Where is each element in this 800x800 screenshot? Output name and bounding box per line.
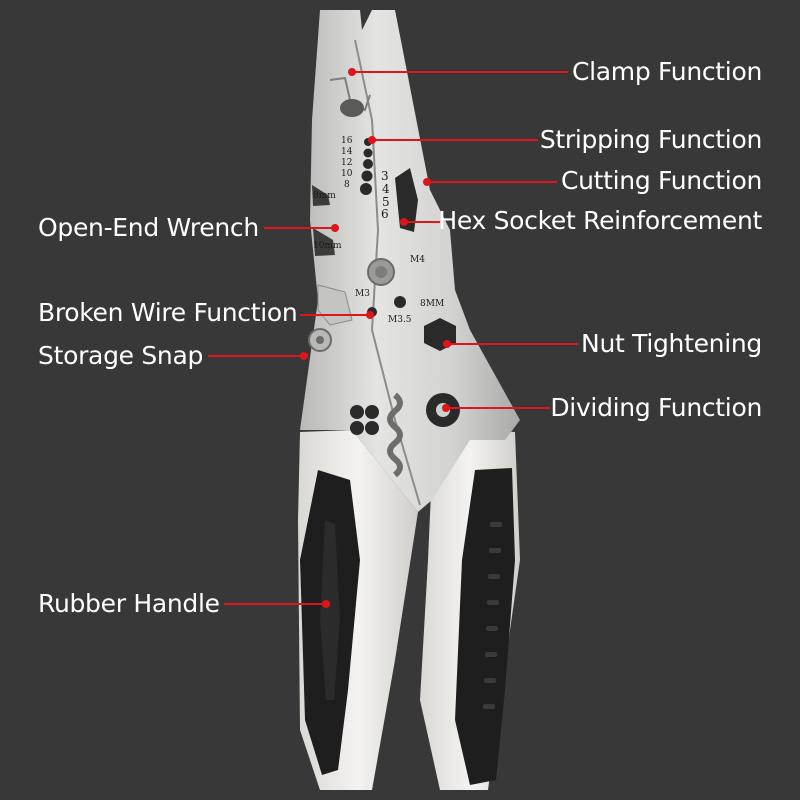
engraving-14: 14 bbox=[341, 147, 353, 157]
left-handle bbox=[298, 430, 418, 790]
pliers-head bbox=[300, 10, 520, 512]
callout-lines bbox=[208, 68, 578, 608]
engraving-10: 10 bbox=[341, 169, 353, 179]
hex-socket-callout-dot bbox=[400, 218, 408, 226]
engraving-8mm-upper: 8MM bbox=[420, 299, 444, 309]
rubber-callout-dot bbox=[322, 600, 330, 608]
engraving-m3: M3 bbox=[355, 289, 370, 299]
nut-callout-dot bbox=[443, 340, 451, 348]
cutting-function-label: Cutting Function bbox=[560, 166, 762, 195]
engraving-m3-5: M3.5 bbox=[388, 315, 412, 325]
open-end-wrench-label: Open-End Wrench bbox=[38, 213, 259, 242]
engraved-markings: 16 14 12 10 8 3 4 5 6 8mm 10mm M4 M3 M3.… bbox=[313, 136, 444, 325]
engraving-10mm: 10mm bbox=[313, 241, 342, 251]
right-handle bbox=[420, 430, 520, 790]
dividing-callout-dot bbox=[442, 404, 450, 412]
broken-wire-function-label: Broken Wire Function bbox=[38, 298, 298, 327]
engraving-6: 6 bbox=[381, 207, 389, 221]
engraving-16: 16 bbox=[341, 136, 353, 146]
storage-callout-dot bbox=[300, 352, 308, 360]
engraving-3: 3 bbox=[381, 169, 389, 183]
stripping-function-label: Stripping Function bbox=[539, 125, 762, 154]
hex-socket-reinforcement-label: Hex Socket Reinforcement bbox=[438, 206, 762, 235]
clamp-function-label: Clamp Function bbox=[571, 57, 762, 86]
engraving-m4: M4 bbox=[410, 255, 425, 265]
dividing-function-label: Dividing Function bbox=[550, 393, 762, 422]
nut-tightening-label: Nut Tightening bbox=[581, 329, 762, 358]
clamp-callout-dot bbox=[348, 68, 356, 76]
rubber-handle-label: Rubber Handle bbox=[38, 589, 220, 618]
engraving-8mm: 8mm bbox=[313, 191, 336, 201]
engraving-5: 5 bbox=[382, 195, 390, 209]
cutting-callout-dot bbox=[423, 178, 431, 186]
stripping-callout-dot bbox=[368, 136, 376, 144]
engraving-12: 12 bbox=[341, 158, 352, 168]
storage-snap-label: Storage Snap bbox=[38, 341, 204, 370]
broken-wire-callout-dot bbox=[366, 311, 374, 319]
engraving-8: 8 bbox=[344, 180, 350, 190]
engraving-4: 4 bbox=[382, 182, 390, 196]
open-end-callout-dot bbox=[331, 224, 339, 232]
